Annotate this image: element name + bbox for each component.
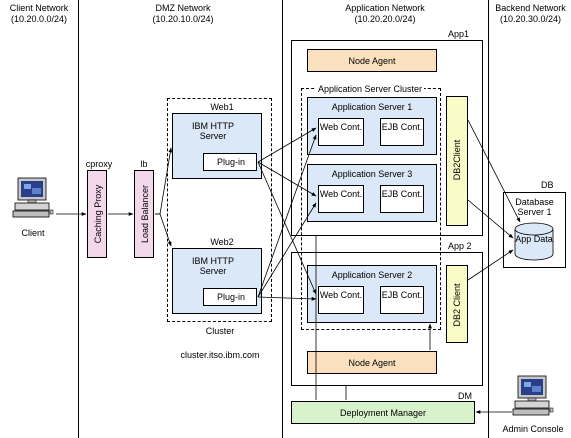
web-cluster-region <box>167 98 272 322</box>
web1-server-name: IBM HTTP Server <box>192 121 234 141</box>
zone-subnet-dmz: (10.20.10.0/24) <box>152 14 214 24</box>
arrow-web2-plugin-to-as3 <box>257 202 317 298</box>
app-data-label: App Data <box>515 234 553 244</box>
cproxy-label: cproxy <box>85 159 113 169</box>
web1-plugin-box: Plug-in <box>203 153 257 171</box>
cluster-hostname: cluster.itso.ibm.com <box>180 350 260 360</box>
admin-console-computer-icon <box>512 375 554 416</box>
zone-title-backend: Backend Network <box>495 3 566 13</box>
zone-title-client: Client Network <box>9 3 69 13</box>
arrow-web2-plugin-to-as1 <box>257 134 317 298</box>
zone-title-dmz: DMZ Network <box>155 3 211 13</box>
zone-subnet-client: (10.20.0.0/24) <box>10 14 68 24</box>
arrow-lb-to-web1 <box>155 147 173 215</box>
database-server-name: Database Server 1 <box>515 197 554 217</box>
web1-label: Web1 <box>210 102 234 112</box>
arrow-web1-plugin-to-as3 <box>257 161 317 197</box>
app-server-3-box: Application Server 3 Web Cont. EJB Cont. <box>307 164 437 222</box>
client-label: Client <box>21 228 45 238</box>
lb-label: lb <box>140 159 148 169</box>
app2-label: App 2 <box>448 241 472 251</box>
cluster-label: Cluster <box>205 326 235 336</box>
load-balancer-box: Load Balancer <box>134 170 154 258</box>
zone-divider-client-dmz <box>78 0 79 438</box>
zone-divider-app-backend <box>488 0 489 438</box>
dm-label: DM <box>458 391 472 401</box>
arrow-web1-plugin-to-as2 <box>257 161 317 295</box>
app-server-1-web-container: Web Cont. <box>318 118 364 146</box>
app-server-3-web-label: Web Cont. <box>319 189 363 199</box>
app-server-3-ejb-label: EJB Cont. <box>381 189 423 199</box>
admin-console-label: Admin Console <box>502 424 564 434</box>
arrow-app1-db2client-to-db-b <box>467 199 514 239</box>
app-server-3-title: Application Server 3 <box>331 169 413 179</box>
deployment-manager-label: Deployment Manager <box>339 408 427 418</box>
app-server-1-ejb-container: EJB Cont. <box>380 118 424 146</box>
app-server-2-title: Application Server 2 <box>331 270 413 280</box>
arrow-app2-db2client-to-db <box>467 249 514 281</box>
web2-server-name: IBM HTTP Server <box>192 256 234 276</box>
app1-db2client-box: DB2Client <box>446 96 468 226</box>
app1-node-agent: Node Agent <box>307 49 437 72</box>
caching-proxy-box: Caching Proxy <box>87 170 107 258</box>
app-server-1-box: Application Server 1 Web Cont. EJB Cont. <box>307 97 437 155</box>
app-server-2-ejb-container: EJB Cont. <box>380 286 424 314</box>
app-server-1-title: Application Server 1 <box>331 102 413 112</box>
app-server-3-ejb-container: EJB Cont. <box>380 185 424 213</box>
arrow-web2-plugin-to-as2 <box>257 296 317 301</box>
client-computer-icon <box>12 177 54 218</box>
web2-plugin-label: Plug-in <box>216 292 245 302</box>
app2-db2client-box: DB2 Client <box>446 265 468 343</box>
app-server-1-web-label: Web Cont. <box>319 122 363 132</box>
app-server-1-ejb-label: EJB Cont. <box>381 122 423 132</box>
arrow-app1-db2client-to-db-a <box>467 119 521 223</box>
web2-label: Web2 <box>210 237 234 247</box>
app2-node-agent-label: Node Agent <box>348 358 396 368</box>
app1-label: App1 <box>448 29 470 39</box>
app-server-2-web-label: Web Cont. <box>319 290 363 300</box>
arrow-lb-to-web2 <box>155 213 172 247</box>
arrow-web1-plugin-to-as1 <box>257 127 317 163</box>
zone-divider-dmz-app <box>282 0 283 438</box>
app-server-3-web-container: Web Cont. <box>318 185 364 213</box>
deployment-manager-box: Deployment Manager <box>291 401 475 424</box>
app2-node-agent: Node Agent <box>307 351 437 374</box>
zone-subnet-app: (10.20.20.0/24) <box>354 14 416 24</box>
zone-subnet-backend: (10.20.30.0/24) <box>499 14 562 24</box>
app1-node-agent-label: Node Agent <box>348 56 396 66</box>
web2-plugin-box: Plug-in <box>203 288 257 306</box>
db-label: DB <box>541 180 554 190</box>
app-server-2-box: Application Server 2 Web Cont. EJB Cont. <box>307 265 437 323</box>
zone-title-app: Application Network <box>345 3 425 13</box>
app-server-2-ejb-label: EJB Cont. <box>381 290 423 300</box>
app-data-cylinder-icon <box>514 222 554 261</box>
app-server-cluster-label: Application Server Cluster <box>316 84 425 94</box>
app-server-2-web-container: Web Cont. <box>318 286 364 314</box>
web1-plugin-label: Plug-in <box>216 157 245 167</box>
